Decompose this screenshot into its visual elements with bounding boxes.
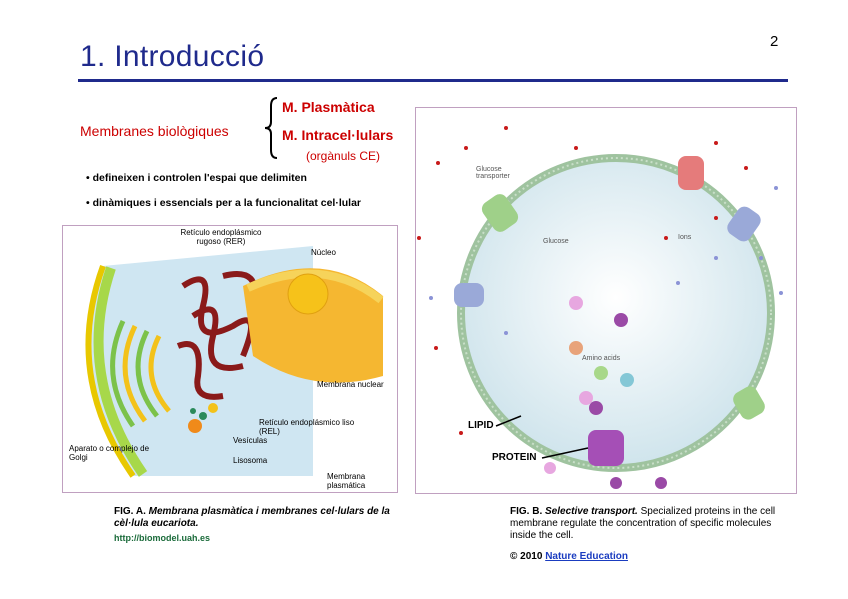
page-number: 2 [770,33,778,50]
figure-b-caption: FIG. B. Selective transport. Specialized… [510,506,800,542]
label-vesiculas: Vesículas [233,436,267,445]
label-golgi: Aparato o complejo de Golgi [69,444,153,462]
membranes-label: Membranes biològiques [80,123,229,139]
figure-a-caption: FIG. A. Membrana plasmàtica i membranes … [114,506,414,530]
intracellular-note: (orgànuls CE) [306,149,380,163]
label-lisosoma: Lisosoma [233,456,267,465]
biomodel-link[interactable]: http://biomodel.uah.es [114,533,210,543]
caption-b-prefix: FIG. B. [510,506,542,517]
label-rer: Retículo endoplásmico rugoso (RER) [171,228,271,246]
label-ions: Ions [678,234,691,241]
slide-title: 1. Introducció [80,40,264,74]
bullet-item: • dinàmiques i essencials per a la funci… [86,197,361,209]
label-membrana-nuclear: Membrana nuclear [317,380,384,389]
label-protein: PROTEIN [492,452,536,463]
membrane-type-intracellular: M. Intracel·lulars [282,127,393,143]
cell-membrane-illustration [416,108,796,493]
figure-a-eukaryotic-cell: Retículo endoplásmico rugoso (RER) Núcle… [62,225,398,493]
label-membrana-plasmatica: Membrana plasmática [327,472,397,490]
label-amino-acids: Amino acids [582,355,620,362]
bullet-item: • defineixen i controlen l'espai que del… [86,172,307,184]
label-glucose-transporter: Glucose transporter [476,166,536,180]
label-rel: Retículo endoplásmico liso (REL) [259,418,359,436]
brace-icon [263,96,281,160]
nature-education-link[interactable]: Nature Education [545,551,628,562]
copyright-line: © 2010 Nature Education [510,551,628,562]
label-glucose: Glucose [543,238,569,245]
caption-b-title: Selective transport. [545,506,638,517]
label-lipid: LIPID [468,420,494,431]
label-nucleo: Núcleo [311,248,336,257]
copyright-year: © 2010 [510,551,542,562]
caption-a-prefix: FIG. A. [114,506,146,517]
title-underline [78,79,788,82]
caption-a-text: Membrana plasmàtica i membranes cel·lula… [114,506,390,529]
membrane-type-plasma: M. Plasmàtica [282,99,375,115]
figure-b-selective-transport: Glucose transporter Glucose Ions Amino a… [415,107,797,494]
